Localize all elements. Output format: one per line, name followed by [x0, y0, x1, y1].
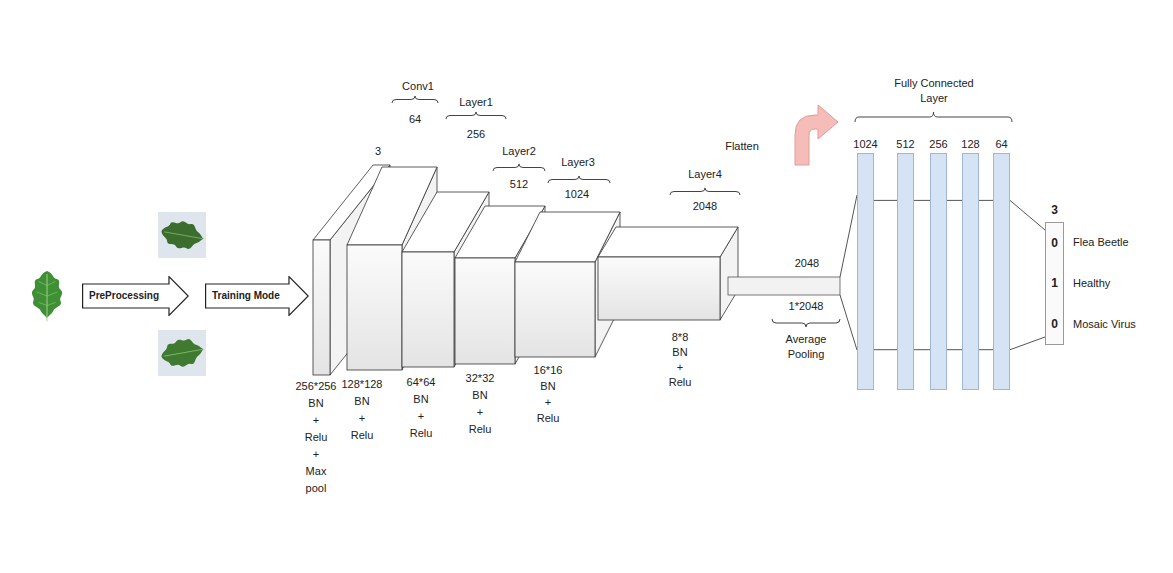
group-brace	[548, 176, 610, 183]
group-brace	[446, 112, 506, 119]
block-front	[402, 252, 454, 367]
group-brace	[493, 164, 545, 171]
size-label: 512	[896, 138, 914, 151]
connector-line	[1010, 200, 1045, 349]
block-front	[515, 262, 595, 357]
group-brace	[855, 112, 1012, 122]
size-label: 128	[961, 138, 979, 151]
layer-name: Layer3	[561, 156, 595, 169]
connector-line	[914, 200, 930, 349]
pooled-vector	[728, 277, 840, 295]
step-label: PreProcessing	[82, 276, 159, 316]
layer-ops: 16*16 BN + Relu	[518, 362, 578, 426]
layer-name: Conv1	[402, 80, 434, 93]
group-brace	[670, 188, 740, 195]
layer-ops: 128*128 BN + Relu	[332, 376, 392, 444]
channel-count: 512	[510, 178, 528, 191]
channel-count: 3	[375, 145, 381, 158]
connector-line	[874, 200, 897, 349]
class-score: 0	[1051, 317, 1058, 331]
step-arrow: Training Mode	[205, 276, 309, 316]
step-name: Flatten	[725, 140, 759, 153]
class-score: 0	[1051, 236, 1058, 250]
dense-layer: 512	[897, 153, 914, 390]
layer-name: Layer2	[502, 145, 536, 158]
size-label: 1024	[853, 138, 877, 151]
class-name: Mosaic Virus	[1073, 318, 1136, 331]
pool-link-line	[840, 195, 857, 277]
class-name: Healthy	[1073, 277, 1110, 290]
block-front	[455, 258, 515, 364]
dense-layer: 256	[930, 153, 947, 390]
leaf-image	[158, 330, 206, 376]
step-name: Average Pooling	[770, 332, 842, 362]
layer-ops: 256*256 BN + Relu + Max pool	[286, 378, 346, 497]
dense-layer: 128	[962, 153, 979, 390]
size-label: 64	[995, 138, 1007, 151]
channel-count: 2048	[795, 257, 819, 270]
group-brace	[772, 319, 840, 327]
pool-link-line	[840, 295, 857, 350]
block-front	[598, 257, 720, 320]
leaf-image	[158, 212, 206, 258]
flatten-arrow	[795, 105, 838, 165]
connector-line	[947, 200, 962, 349]
layer-name: Layer4	[688, 168, 722, 181]
vector-size: 1*2048	[789, 300, 824, 313]
layer-ops: 64*64 BN + Relu	[391, 374, 451, 442]
layer-ops: 8*8 BN + Relu	[650, 330, 710, 390]
channel-count: 256	[467, 128, 485, 141]
block-top	[598, 227, 738, 257]
connector-line	[979, 200, 993, 349]
group-brace	[392, 96, 438, 103]
layer-ops: 32*32 BN + Relu	[450, 370, 510, 438]
size-label: 256	[929, 138, 947, 151]
layer-name: Layer1	[459, 96, 493, 109]
dense-layer: 1024	[857, 153, 874, 390]
step-label: Training Mode	[205, 276, 280, 316]
size-label: 3	[1051, 203, 1058, 217]
block-front	[347, 245, 402, 370]
leaf-image	[32, 271, 62, 321]
step-arrow: PreProcessing	[82, 276, 189, 316]
channel-count: 2048	[693, 200, 717, 213]
dense-layer: 64	[993, 153, 1010, 390]
section-title: Fully Connected Layer	[887, 76, 981, 106]
channel-count: 1024	[565, 188, 589, 201]
feature-block	[598, 227, 738, 320]
class-name: Flea Beetle	[1073, 236, 1129, 249]
channel-count: 64	[409, 113, 421, 126]
class-score: 1	[1051, 276, 1058, 290]
output-vector: 3010	[1045, 222, 1064, 345]
block-front	[313, 240, 330, 375]
